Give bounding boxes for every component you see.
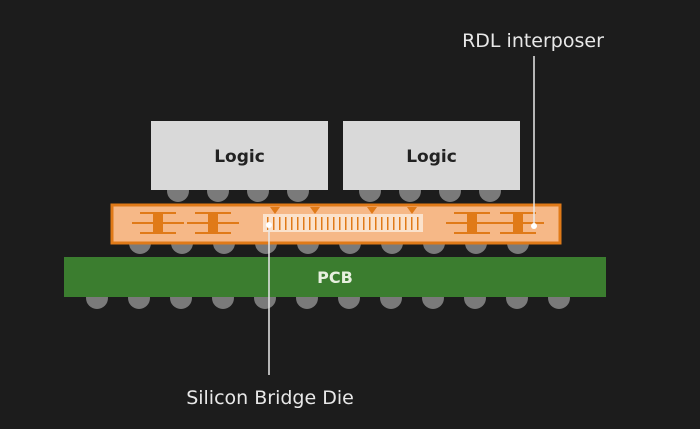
- logic-die-left: [151, 121, 328, 190]
- logic-die-right: [343, 121, 520, 190]
- bridge-line: [417, 217, 419, 230]
- bridge-line: [273, 217, 275, 230]
- bridge-line: [333, 217, 335, 230]
- bridge-line: [291, 217, 293, 230]
- bridge-line: [321, 217, 323, 230]
- logic-right-label: Logic: [406, 147, 457, 167]
- bridge-line: [357, 217, 359, 230]
- rdl-via: [513, 212, 523, 234]
- bridge-line: [363, 217, 365, 230]
- silicon-bridge-callout-dot: [266, 222, 272, 228]
- rdl-traces: [132, 207, 544, 234]
- bridge-line: [303, 217, 305, 230]
- bridge-line: [309, 217, 311, 230]
- rdl-via: [153, 212, 163, 234]
- bridge-via: [407, 207, 417, 214]
- bridge-line: [339, 217, 341, 230]
- bridge-line: [327, 217, 329, 230]
- rdl-via: [208, 212, 218, 234]
- bridge-line: [315, 217, 317, 230]
- bridge-line: [369, 217, 371, 230]
- bridge-line: [393, 217, 395, 230]
- bridge-line: [411, 217, 413, 230]
- rdl-interposer-label: RDL interposer: [462, 30, 604, 52]
- bridge-line: [345, 217, 347, 230]
- bridge-via: [270, 207, 280, 214]
- bridge-line: [351, 217, 353, 230]
- pcb-label: PCB: [317, 268, 353, 287]
- bridge-line: [375, 217, 377, 230]
- bridge-via: [367, 207, 377, 214]
- bridge-via: [310, 207, 320, 214]
- bridge-line: [297, 217, 299, 230]
- rdl-callout-dot: [531, 223, 537, 229]
- logic-left-label: Logic: [214, 147, 265, 167]
- bridge-line: [405, 217, 407, 230]
- bridge-line: [279, 217, 281, 230]
- silicon-bridge-label: Silicon Bridge Die: [186, 387, 354, 409]
- bridge-line: [381, 217, 383, 230]
- bridge-line: [399, 217, 401, 230]
- bridge-line: [285, 217, 287, 230]
- rdl-via: [467, 212, 477, 234]
- bridge-line: [387, 217, 389, 230]
- pcb: [64, 257, 606, 297]
